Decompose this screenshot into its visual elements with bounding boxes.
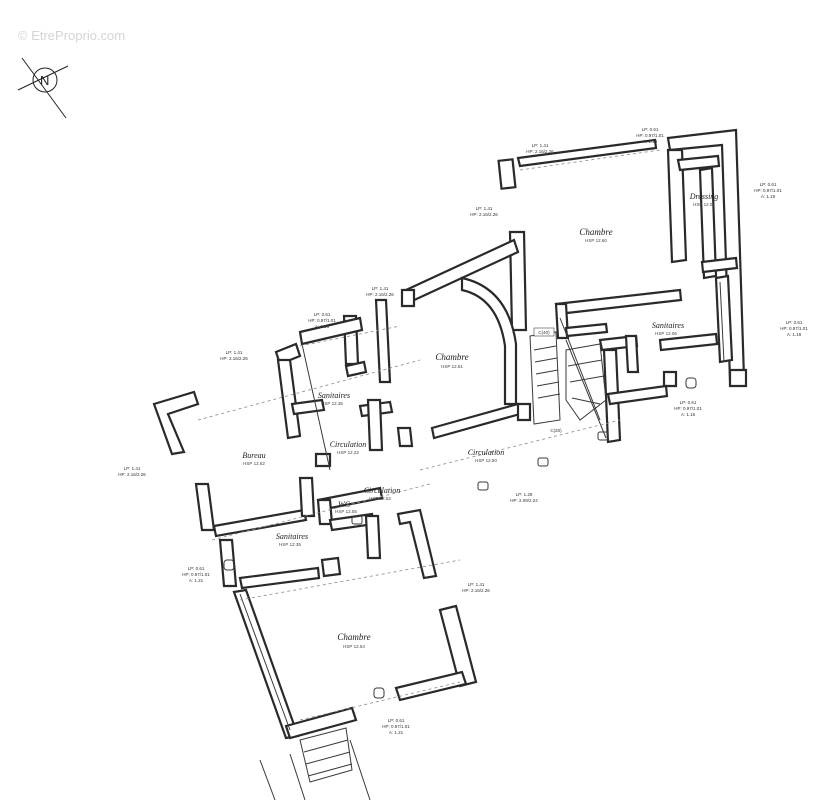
svg-text:HP: 0.97/1.01: HP: 0.97/1.01	[780, 326, 808, 331]
north-arrow-icon: N	[17, 57, 69, 119]
room-sanitaires-top-left: Sanitaires HSP 12.35	[318, 391, 350, 406]
fixtures	[223, 377, 697, 699]
svg-text:HP: 0.97/1.01: HP: 0.97/1.01	[382, 724, 410, 729]
svg-text:LP: 0.61: LP: 0.61	[760, 182, 777, 187]
opening-annotation: LP: 0.61 HP: 0.97/1.01 A: 1.19	[754, 182, 782, 199]
svg-text:A: 1.16: A: 1.16	[681, 412, 696, 417]
svg-text:HP: 2.16/2.26: HP: 2.16/2.26	[118, 472, 146, 477]
svg-text:LP: 1.41: LP: 1.41	[372, 286, 389, 291]
opening-annotation: LP: 1.41 HP: 2.16/2.26	[526, 143, 554, 154]
svg-text:Sanitaires: Sanitaires	[652, 321, 684, 330]
svg-text:HP: 2.16/2.26: HP: 2.16/2.26	[462, 588, 490, 593]
svg-text:HSP 12.60: HSP 12.60	[585, 238, 607, 243]
svg-text:HP: 2.09/2.24: HP: 2.09/2.24	[510, 498, 538, 503]
svg-text:HSP 12.06: HSP 12.06	[693, 202, 715, 207]
svg-text:WC: WC	[338, 500, 351, 509]
room-sanitaires-lower: Sanitaires HSP 12.35	[276, 532, 308, 547]
svg-text:LP: 1.28: LP: 1.28	[516, 492, 533, 497]
svg-text:HP: 0.97/1.01: HP: 0.97/1.01	[308, 318, 336, 323]
svg-text:Chambre: Chambre	[435, 352, 468, 362]
svg-text:Bureau: Bureau	[242, 451, 265, 460]
svg-text:LP: 1.41: LP: 1.41	[532, 143, 549, 148]
svg-text:HP: 2.16/2.26: HP: 2.16/2.26	[366, 292, 394, 297]
wall-details	[197, 149, 725, 800]
svg-text:A: 1.21: A: 1.21	[189, 578, 204, 583]
svg-text:Chambre: Chambre	[337, 632, 370, 642]
walls-center	[298, 238, 532, 452]
opening-annotation: LP: 1.41 HP: 2.16/2.26	[366, 286, 394, 297]
stair-label-lower: C(20)	[550, 428, 562, 433]
svg-text:HSP 12.61: HSP 12.61	[441, 364, 463, 369]
walls-left	[152, 342, 384, 590]
watermark-text: © EtreProprio.com	[18, 28, 125, 43]
room-chambre-center: Chambre HSP 12.61	[435, 352, 468, 369]
room-chambre-top-right: Chambre HSP 12.60	[579, 227, 612, 243]
opening-annotation: LP: 0.61 HP: 0.97/1.01 A: 1.16	[674, 400, 702, 417]
svg-text:HP: 2.16/2.26: HP: 2.16/2.26	[220, 356, 248, 361]
svg-text:LP: 0.61: LP: 0.61	[188, 566, 205, 571]
svg-text:Circulation: Circulation	[330, 440, 367, 449]
svg-text:A: 1.13: A: 1.13	[315, 324, 330, 329]
svg-text:HP: 0.97/1.01: HP: 0.97/1.01	[674, 406, 702, 411]
svg-text:HSP 12.35: HSP 12.35	[279, 542, 301, 547]
svg-text:LP: 1.41: LP: 1.41	[468, 582, 485, 587]
north-label: N	[40, 73, 49, 88]
svg-text:HSP 12.52: HSP 12.52	[369, 496, 391, 501]
svg-text:Circulation: Circulation	[468, 448, 505, 457]
svg-text:A: 1.19: A: 1.19	[761, 194, 776, 199]
stair-label-upper: C(40)	[533, 327, 555, 337]
svg-text:C(40): C(40)	[538, 330, 550, 335]
svg-text:LP: 1.41: LP: 1.41	[226, 350, 243, 355]
svg-text:C(20): C(20)	[550, 428, 562, 433]
walls-bottom	[232, 508, 478, 740]
opening-annotation: LP: 1.28 HP: 2.09/2.24	[510, 492, 538, 503]
walls-top-right	[497, 128, 748, 444]
svg-text:HSP 12.54: HSP 12.54	[343, 644, 365, 649]
svg-text:LP: 0.61: LP: 0.61	[314, 312, 331, 317]
svg-text:HSP 12.22: HSP 12.22	[337, 450, 359, 455]
opening-annotation: LP: 1.41 HP: 2.16/2.26	[220, 350, 248, 361]
opening-annotation: LP: 1.41 HP: 2.16/2.26	[118, 466, 146, 477]
svg-text:HP: 0.97/1.01: HP: 0.97/1.01	[182, 572, 210, 577]
svg-text:HSP 12.62: HSP 12.62	[243, 461, 265, 466]
opening-annotation: LP: 0.61 HP: 0.97/1.01 A: 1.19	[636, 127, 664, 144]
svg-text:HSP 12.55: HSP 12.55	[335, 509, 357, 514]
opening-annotation: LP: 1.41 HP: 2.16/2.26	[462, 582, 490, 593]
room-chambre-bottom: Chambre HSP 12.54	[337, 632, 370, 649]
room-circulation-center: Circulation HSP 12.50	[468, 448, 505, 463]
svg-text:Sanitaires: Sanitaires	[276, 532, 308, 541]
room-wc: WC HSP 12.55	[335, 500, 357, 514]
svg-text:HSP 12.35: HSP 12.35	[321, 401, 343, 406]
svg-text:LP: 0.61: LP: 0.61	[388, 718, 405, 723]
opening-annotation: LP: 0.61 HP: 0.97/1.01 A: 1.21	[382, 718, 410, 735]
svg-text:LP: 1.41: LP: 1.41	[476, 206, 493, 211]
svg-text:Dressing: Dressing	[689, 192, 719, 201]
opening-annotation: LP: 0.61 HP: 0.97/1.01 A: 1.13	[308, 312, 336, 329]
opening-annotation: LP: 0.61 HP: 0.97/1.01 A: 1.18	[780, 320, 808, 337]
svg-text:HP: 0.97/1.01: HP: 0.97/1.01	[636, 133, 664, 138]
svg-text:HP: 2.16/2.26: HP: 2.16/2.26	[526, 149, 554, 154]
svg-text:LP: 0.61: LP: 0.61	[786, 320, 803, 325]
svg-text:LP: 1.41: LP: 1.41	[124, 466, 141, 471]
room-bureau: Bureau HSP 12.62	[242, 451, 265, 466]
svg-text:HSP 12.06: HSP 12.06	[655, 331, 677, 336]
svg-text:Sanitaires: Sanitaires	[318, 391, 350, 400]
svg-text:A: 1.19: A: 1.19	[643, 139, 658, 144]
svg-text:Chambre: Chambre	[579, 227, 612, 237]
room-dressing: Dressing HSP 12.06	[689, 192, 719, 207]
svg-text:HP: 0.97/1.01: HP: 0.97/1.01	[754, 188, 782, 193]
svg-text:Circulation: Circulation	[364, 486, 401, 495]
room-sanitaires-right: Sanitaires HSP 12.06	[652, 321, 684, 336]
svg-text:LP: 0.61: LP: 0.61	[642, 127, 659, 132]
opening-annotation: LP: 1.41 HP: 2.16/2.26	[470, 206, 498, 217]
svg-text:A: 1.18: A: 1.18	[787, 332, 802, 337]
opening-annotation: LP: 0.61 HP: 0.97/1.01 A: 1.21	[182, 566, 210, 583]
svg-text:HSP 12.50: HSP 12.50	[475, 458, 497, 463]
room-circulation-lower: Circulation HSP 12.52	[364, 486, 401, 501]
svg-text:HP: 2.16/2.26: HP: 2.16/2.26	[470, 212, 498, 217]
room-circulation-upper: Circulation HSP 12.22	[330, 440, 367, 455]
svg-text:A: 1.21: A: 1.21	[389, 730, 404, 735]
svg-text:LP: 0.61: LP: 0.61	[680, 400, 697, 405]
